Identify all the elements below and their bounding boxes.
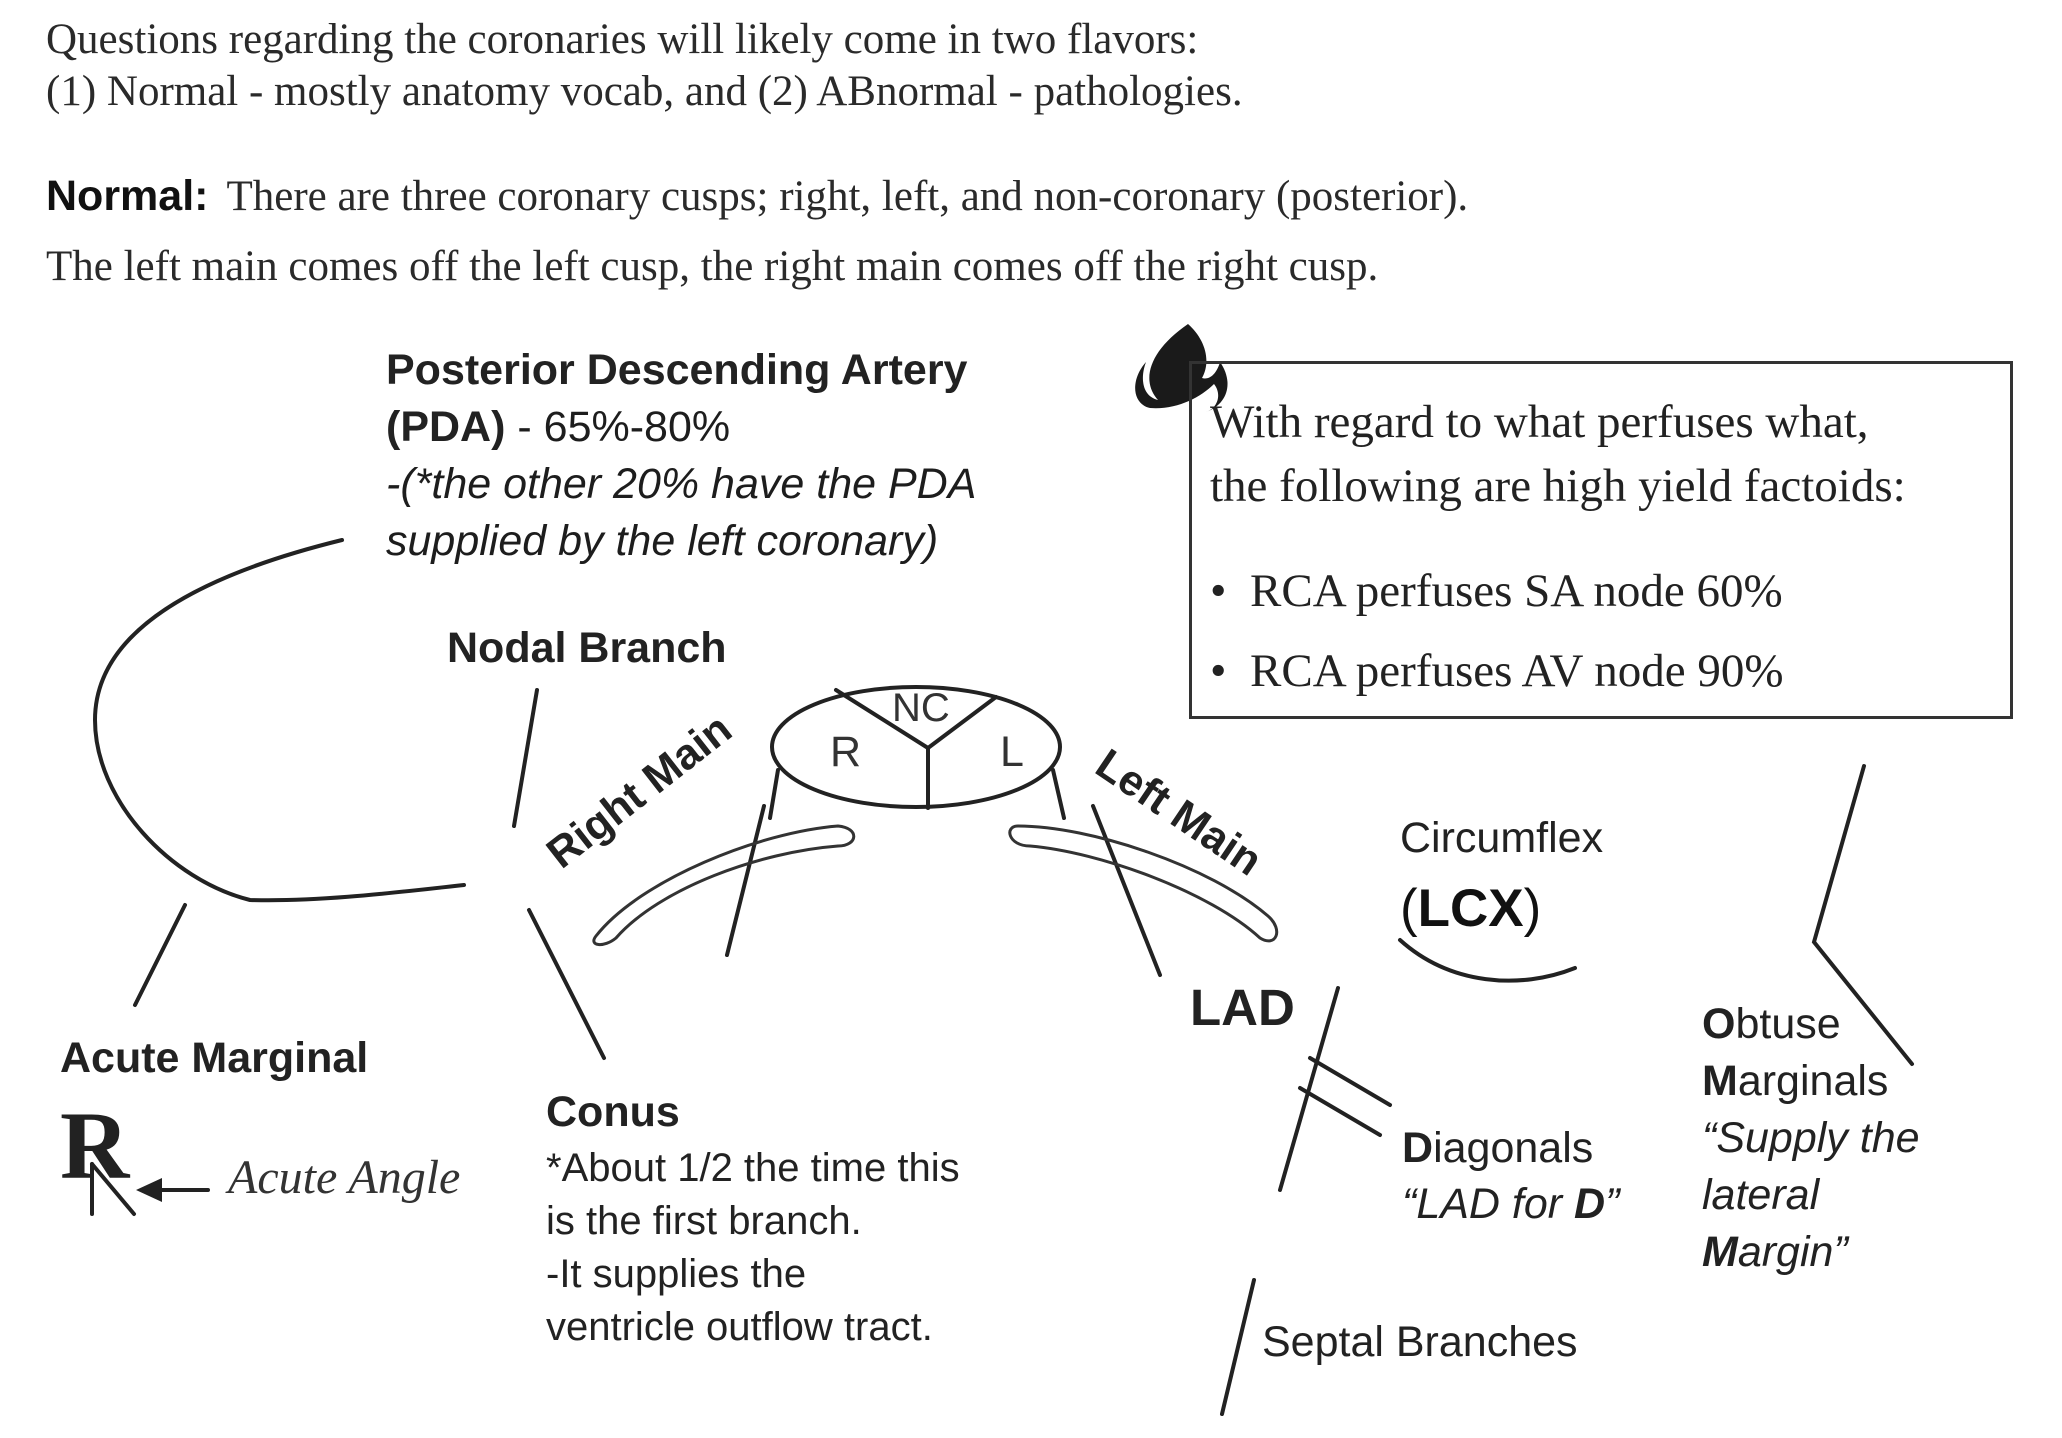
pda-abbr: (PDA) [386, 403, 506, 451]
conus-line [527, 908, 606, 1060]
marginals-rest: arginals [1737, 1057, 1889, 1105]
lad-label: LAD [1190, 979, 1295, 1036]
diagonals-quote-d: D [1574, 1180, 1606, 1228]
obtuse-marginal-line [1811, 764, 1914, 1066]
circumflex-label: Circumflex [1400, 814, 1604, 862]
septal-branches-label: Septal Branches [1262, 1318, 1578, 1366]
acute-angle-arrowhead [136, 1178, 162, 1202]
lad-line [1278, 986, 1340, 1192]
lcx-label: (LCX) [1400, 878, 1541, 939]
callout-bullet-2: • RCA perfuses AV node 90% [1210, 644, 1784, 698]
diagonal-line-1 [1308, 1056, 1392, 1107]
fire-icon [1135, 324, 1228, 412]
nodal-branch-line [512, 688, 539, 828]
acute-marginal-label: Acute Marginal [60, 1034, 369, 1082]
conus-note-line-3: -It supplies the [546, 1252, 807, 1296]
normal-line-1: Normal: There are three coronary cusps; r… [46, 172, 1468, 221]
diagonal-line-2 [1298, 1086, 1382, 1137]
diagonals-quote-a: “LAD for [1402, 1180, 1575, 1228]
acute-marginal-line [133, 903, 187, 1007]
obtuse-quote-m: M [1702, 1228, 1738, 1276]
pda-note-1: -(*the other 20% have the PDA [386, 460, 977, 508]
diagonals-mnemonic: “LAD for D” [1402, 1180, 1619, 1229]
obtuse-marginals-label: Obtuse Marginals “Supply the lateral Mar… [1702, 996, 1920, 1281]
lcx-paren-close: ) [1523, 879, 1542, 938]
left-main-line [1091, 804, 1162, 977]
obtuse-quote-2: lateral [1702, 1171, 1820, 1219]
obtuse-quote-1: “Supply the [1702, 1114, 1920, 1162]
pda-title: Posterior Descending Artery [386, 346, 968, 394]
conus-note-line-2: is the first branch. [546, 1199, 862, 1243]
bullet-dot: • [1210, 645, 1227, 697]
pda-label: Posterior Descending Artery (PDA) - 65%-… [386, 342, 976, 570]
pda-note-2: supplied by the left coronary) [386, 517, 939, 565]
nodal-branch-label: Nodal Branch [447, 624, 727, 672]
cusp-divider-2 [926, 695, 998, 750]
obtuse-o: O [1702, 1000, 1736, 1048]
aortic-root-left [768, 768, 780, 820]
acute-angle-r-leg [90, 1162, 136, 1216]
callout-bullet-1: • RCA perfuses SA node 60% [1210, 564, 1783, 618]
conus-note: *About 1/2 the time this is the first br… [546, 1142, 960, 1354]
normal-line-2: The left main comes off the left cusp, t… [46, 243, 1379, 290]
aortic-valve [770, 685, 1062, 809]
lcx-abbr: LCX [1417, 879, 1524, 938]
circumflex-line [1398, 938, 1577, 983]
normal-text-1: There are three coronary cusps; right, l… [226, 173, 1469, 220]
diagonals-quote-b: ” [1605, 1180, 1620, 1228]
bullet-dot: • [1210, 565, 1227, 617]
cusp-l-label: L [1000, 728, 1024, 776]
conus-note-line-1: *About 1/2 the time this [546, 1146, 960, 1190]
diagonals-d: D [1402, 1124, 1434, 1172]
obtuse-rest: btuse [1735, 1000, 1841, 1048]
bullet-text-2: RCA perfuses AV node 90% [1250, 645, 1784, 697]
conus-note-line-4: ventricle outflow tract. [546, 1305, 933, 1349]
bullet-text-1: RCA perfuses SA node 60% [1250, 565, 1783, 617]
obtuse-quote-3: argin” [1737, 1228, 1848, 1276]
callout-line-2: the following are high yield factoids: [1210, 460, 1906, 512]
pda-percent: - 65%-80% [505, 403, 731, 451]
intro-line-2: (1) Normal - mostly anatomy vocab, and (… [46, 68, 1243, 115]
marginals-m: M [1702, 1057, 1738, 1105]
right-coronary-tube [592, 824, 856, 946]
acute-angle-r-letter: R [60, 1092, 130, 1199]
acute-angle-label: Acute Angle [228, 1151, 461, 1204]
cusp-divider-1 [834, 688, 930, 750]
cusp-r-label: R [830, 728, 862, 776]
intro-line-1: Questions regarding the coronaries will … [46, 16, 1199, 63]
aortic-root-right [1051, 768, 1066, 820]
right-main-line [725, 804, 766, 957]
cusp-nc-label: NC [892, 686, 950, 730]
conus-label: Conus [546, 1088, 680, 1136]
normal-heading: Normal: [46, 172, 209, 220]
septal-line [1220, 1278, 1256, 1416]
callout-heading: With regard to what perfuses what, the f… [1210, 390, 1906, 518]
diagonals-rest: iagonals [1433, 1124, 1594, 1172]
intro-paragraph: Questions regarding the coronaries will … [46, 14, 1243, 118]
pda-artery-line [92, 538, 466, 903]
high-yield-callout-box [1189, 361, 2013, 719]
lcx-paren-open: ( [1400, 879, 1418, 938]
callout-line-1: With regard to what perfuses what, [1210, 396, 1869, 448]
diagonals-label: Diagonals [1402, 1124, 1593, 1173]
left-coronary-tube [1008, 824, 1279, 943]
